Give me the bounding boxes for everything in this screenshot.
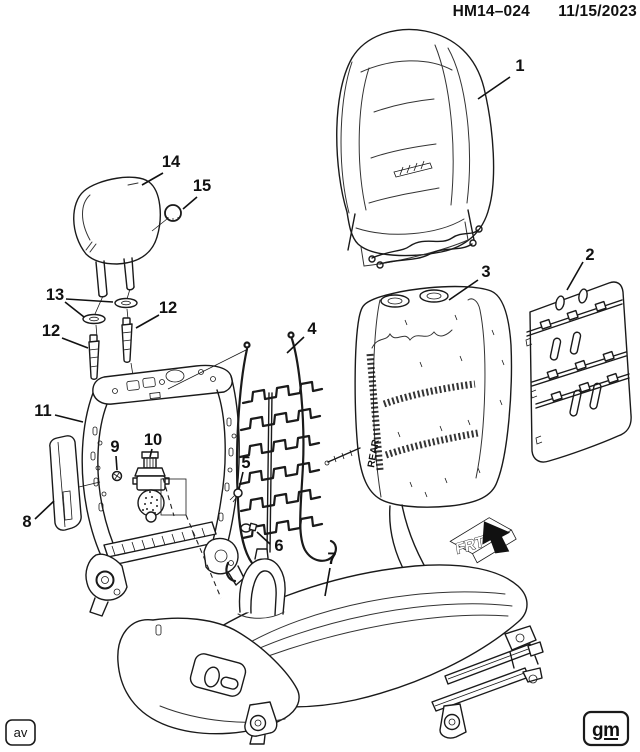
- cushion-track-rails: [431, 625, 544, 712]
- headrest-post-right: [123, 257, 135, 291]
- document-code: HM14–024: [453, 3, 531, 20]
- headrest-part: 14: [73, 153, 181, 393]
- cushion-front-feet: [244, 701, 467, 745]
- callout-8-label: 8: [22, 513, 31, 531]
- lumbar-motor-part: 10: [132, 431, 222, 599]
- headrest-guide-sleeve-right: 12: [121, 299, 177, 363]
- document-date: 11/15/2023: [558, 3, 637, 20]
- headrest-washers-part: 13: [46, 286, 138, 325]
- seat-cushion-assembly-part: 7: [117, 548, 544, 745]
- seat-back-cover-part: 1: [336, 28, 525, 269]
- suspension-spring-mat-part: 4: [167, 320, 337, 583]
- front-direction-indicator: FRT: [449, 517, 517, 564]
- frame-recliner-bracket-left: [85, 553, 128, 617]
- callout-15-label: 15: [193, 177, 211, 195]
- front-arrow-icon: [482, 521, 511, 554]
- fastener-bolt-6: 6: [240, 522, 284, 555]
- callout-13-label: 13: [46, 286, 64, 304]
- page-tag-box: av: [5, 719, 36, 746]
- spring-rows: [238, 380, 324, 540]
- callout-11-label: 11: [34, 402, 51, 420]
- belt-guide-loop: [237, 548, 286, 619]
- callout-1-label: 1: [515, 57, 524, 75]
- seat-back-wire-legs: [347, 209, 483, 269]
- callout-12-left-label: 12: [42, 322, 60, 340]
- stitch-vent-detail: [393, 160, 433, 178]
- callout-9-label: 9: [110, 438, 119, 456]
- gm-logo: gm: [582, 710, 630, 747]
- frame-lower-crossbar: [103, 521, 217, 567]
- callout-6-label: 6: [274, 537, 283, 555]
- seat-back-frame-part: 11: [34, 364, 245, 617]
- motor-screw-part: 9: [110, 438, 123, 482]
- callout-12-right-label: 12: [159, 299, 177, 317]
- page-tag-label: av: [14, 725, 28, 740]
- pad-rear-marking: REAR: [366, 438, 382, 469]
- headrest-guide-nut-part: 15: [151, 177, 211, 232]
- pad-clip-marks: [397, 314, 505, 498]
- callout-5-label: 5: [241, 454, 250, 472]
- side-trim-strip-part: 8: [22, 435, 101, 531]
- callout-7-label: 7: [327, 550, 336, 568]
- headrest-guide-sleeve-left: 12: [42, 322, 100, 380]
- headrest-post-left: [95, 260, 108, 298]
- frame-rail-holes: [90, 417, 237, 522]
- fastener-bolt-5: 5: [229, 454, 251, 503]
- frt-label: FRT: [455, 533, 486, 558]
- frame-recliner-bracket-right: [203, 537, 245, 586]
- callout-10-label: 10: [144, 431, 162, 449]
- seat-back-pad-part: REAR 3: [324, 263, 513, 589]
- motor-gear-texture: [142, 491, 158, 515]
- callout-2-label: 2: [585, 246, 594, 264]
- callout-14-label: 14: [162, 153, 181, 171]
- gm-logo-text: gm: [592, 720, 620, 741]
- callout-3-label: 3: [481, 263, 490, 281]
- callout-4-label: 4: [307, 320, 317, 338]
- heater-harness-rows: [526, 299, 630, 409]
- seat-adjuster-switches: [189, 653, 247, 697]
- heater-pad-part: 2: [525, 246, 632, 463]
